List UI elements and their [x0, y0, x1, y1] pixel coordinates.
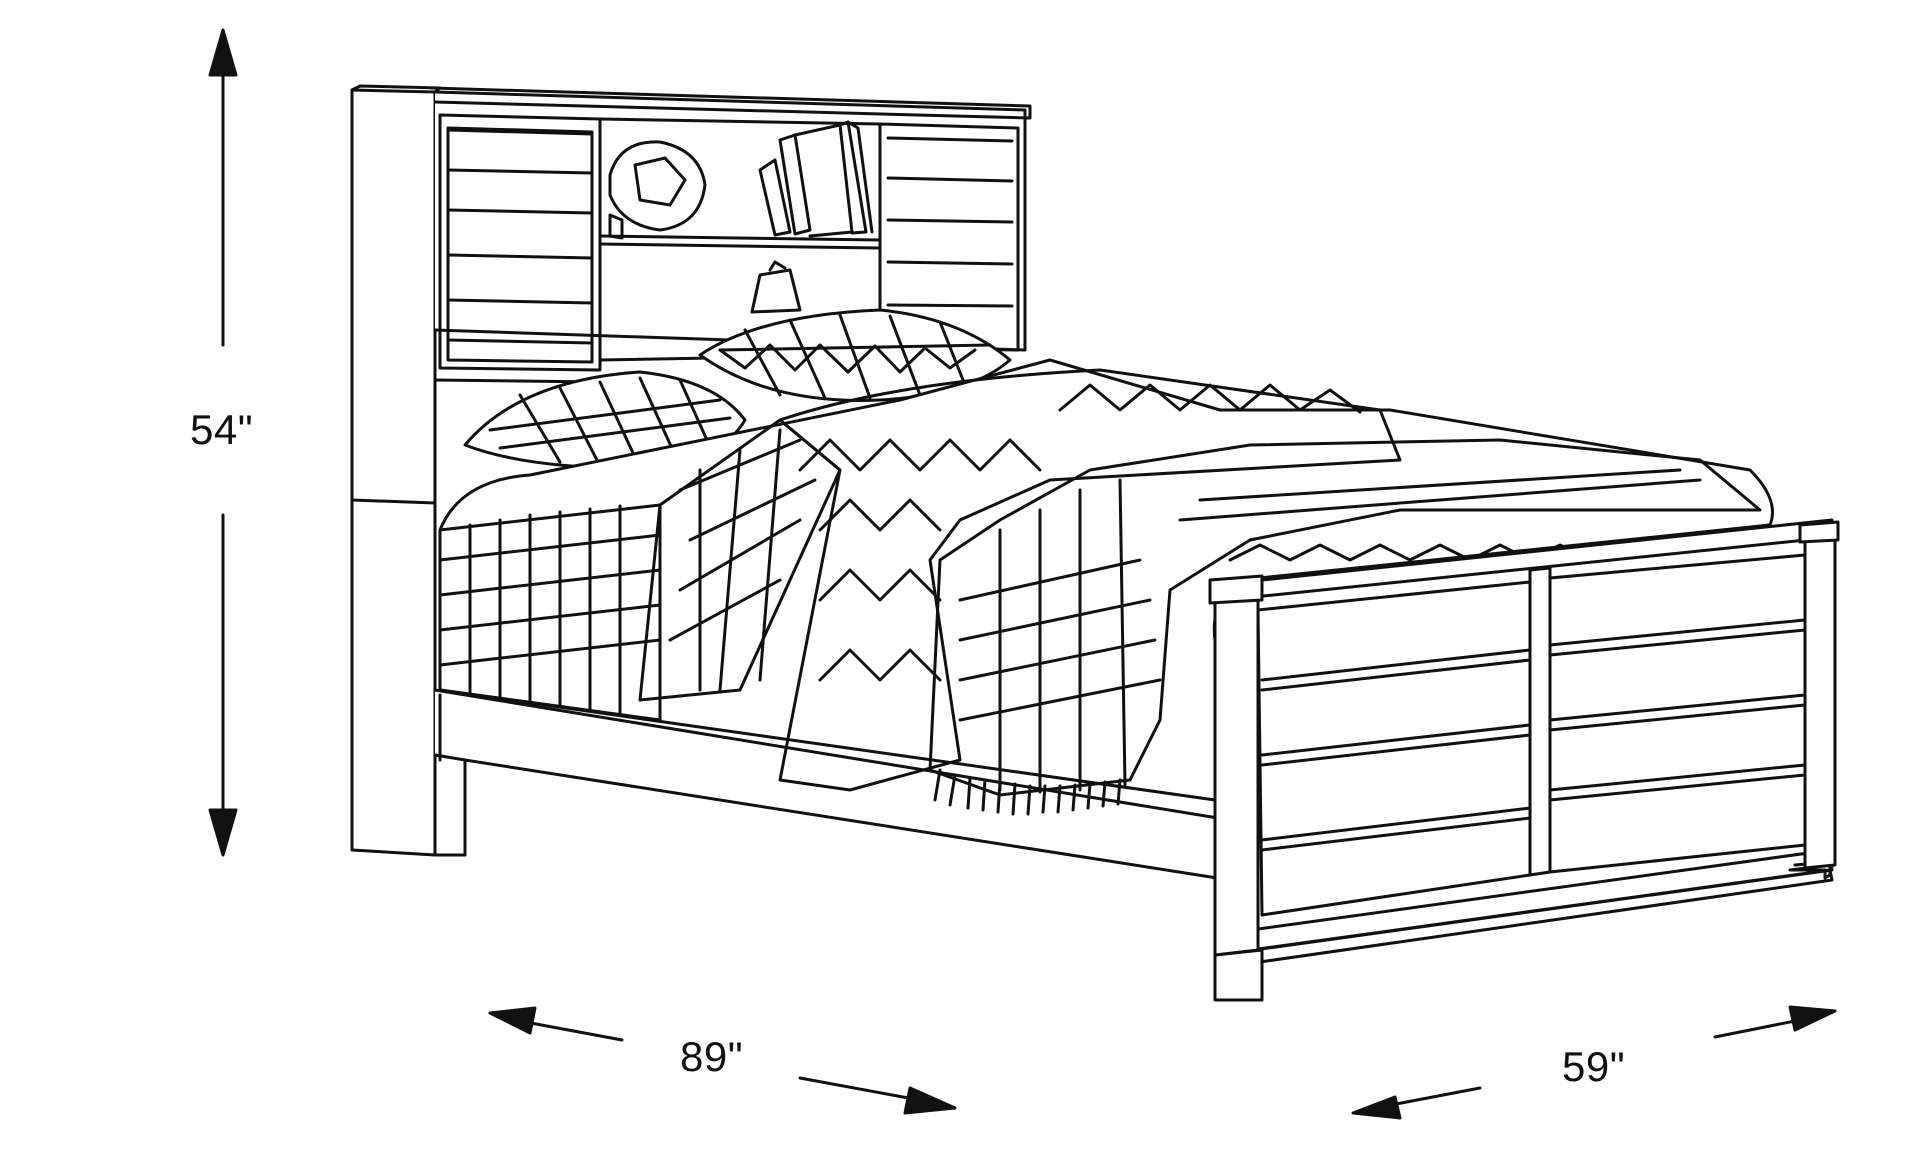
height-dimension-label: 54" — [190, 406, 254, 453]
bookcase-headboard — [350, 84, 1032, 857]
width-dimension-arrow — [1351, 1005, 1837, 1120]
width-dimension-label: 59" — [1562, 1043, 1626, 1090]
footboard — [1208, 518, 1840, 1002]
length-dimension-arrow — [488, 1006, 957, 1115]
length-dimension-label: 89" — [680, 1033, 744, 1080]
height-dimension-arrow — [208, 28, 238, 857]
